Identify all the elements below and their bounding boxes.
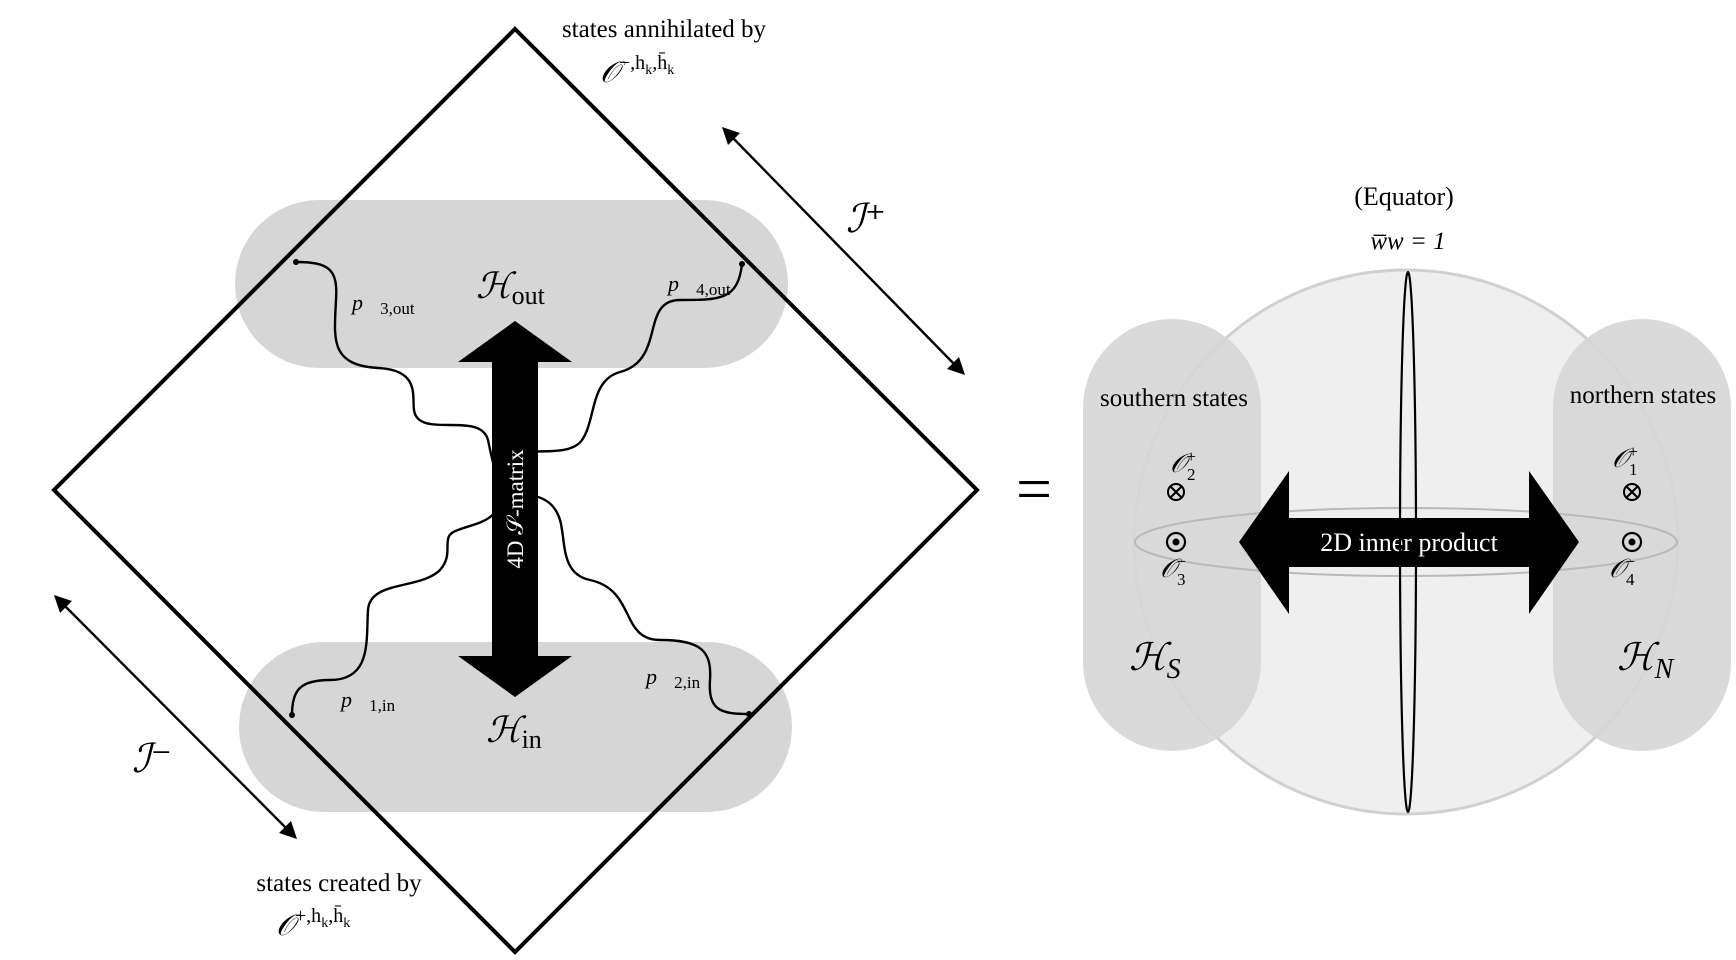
top-caption: states annihilated by bbox=[562, 16, 767, 43]
odot-marker-o4 bbox=[1621, 531, 1643, 553]
momentum-p2-label: p⃗2,in bbox=[644, 664, 701, 692]
h-out-region bbox=[235, 200, 788, 368]
particle-line-p3 bbox=[295, 260, 502, 488]
smatrix-label: 4D 𝒮-matrix bbox=[503, 449, 528, 569]
scri-plus-label: ℐ⁺ bbox=[846, 196, 886, 242]
particle-line-p1 bbox=[290, 493, 508, 716]
scri-minus-arrow bbox=[54, 595, 297, 839]
bottom-operator: 𝒪+,hk,h̄k bbox=[276, 905, 350, 943]
h-in-label: ℋin bbox=[486, 710, 542, 754]
particle-line-p4 bbox=[527, 263, 744, 454]
scri-plus-arrow bbox=[722, 127, 965, 375]
h-n-label: ℋN bbox=[1617, 635, 1675, 685]
h-out-label: ℋout bbox=[476, 266, 546, 310]
bottom-caption: states created by bbox=[256, 870, 422, 897]
particle-lines bbox=[290, 260, 750, 716]
operator-o2-label: 𝒪+2 bbox=[1170, 447, 1196, 484]
inner-product-label: 2D inner product bbox=[1320, 528, 1498, 557]
northern-states-label: northern states bbox=[1570, 382, 1716, 409]
equator-ring bbox=[1398, 270, 1418, 814]
penrose-diamond bbox=[51, 26, 980, 955]
smatrix-arrow bbox=[458, 321, 572, 697]
momentum-p1-label: p⃗1,in bbox=[339, 687, 396, 715]
top-operator: 𝒪−,hk,h̄k bbox=[600, 52, 674, 90]
inner-product-arrow bbox=[1239, 471, 1579, 614]
equator-label: (Equator) bbox=[1354, 182, 1454, 211]
otimes-marker-o2 bbox=[1167, 483, 1185, 501]
h-in-region bbox=[239, 642, 792, 812]
h-s-label: ℋS bbox=[1129, 635, 1181, 685]
equator-equation: w̅w = 1 bbox=[1370, 228, 1445, 255]
momentum-p3-label: p⃗3,out bbox=[350, 290, 415, 318]
equals-sign: = bbox=[1016, 453, 1052, 524]
sphere-horizontal-circle bbox=[1134, 507, 1678, 577]
penrose-panel: 4D 𝒮-matrix ℋout ℋin p⃗3,out p⃗4,out p⃗1… bbox=[51, 16, 980, 955]
momentum-p4-label: p⃗4,out bbox=[666, 271, 731, 299]
operator-o4-label: 𝒪−4 bbox=[1609, 552, 1635, 589]
otimes-marker-o1 bbox=[1623, 483, 1641, 501]
odot-marker-o3 bbox=[1165, 531, 1187, 553]
southern-states-label: southern states bbox=[1100, 385, 1248, 412]
scri-minus-label: ℐ⁻ bbox=[132, 736, 172, 782]
particle-endpoints bbox=[289, 259, 752, 718]
celestial-sphere-panel: 2D inner product (Equator) w̅w = 1 south… bbox=[1083, 182, 1731, 816]
northern-region bbox=[1553, 319, 1731, 751]
particle-line-p2 bbox=[517, 490, 750, 716]
operator-o3-label: 𝒪−3 bbox=[1160, 552, 1186, 589]
operator-o1-label: 𝒪+1 bbox=[1612, 442, 1638, 479]
